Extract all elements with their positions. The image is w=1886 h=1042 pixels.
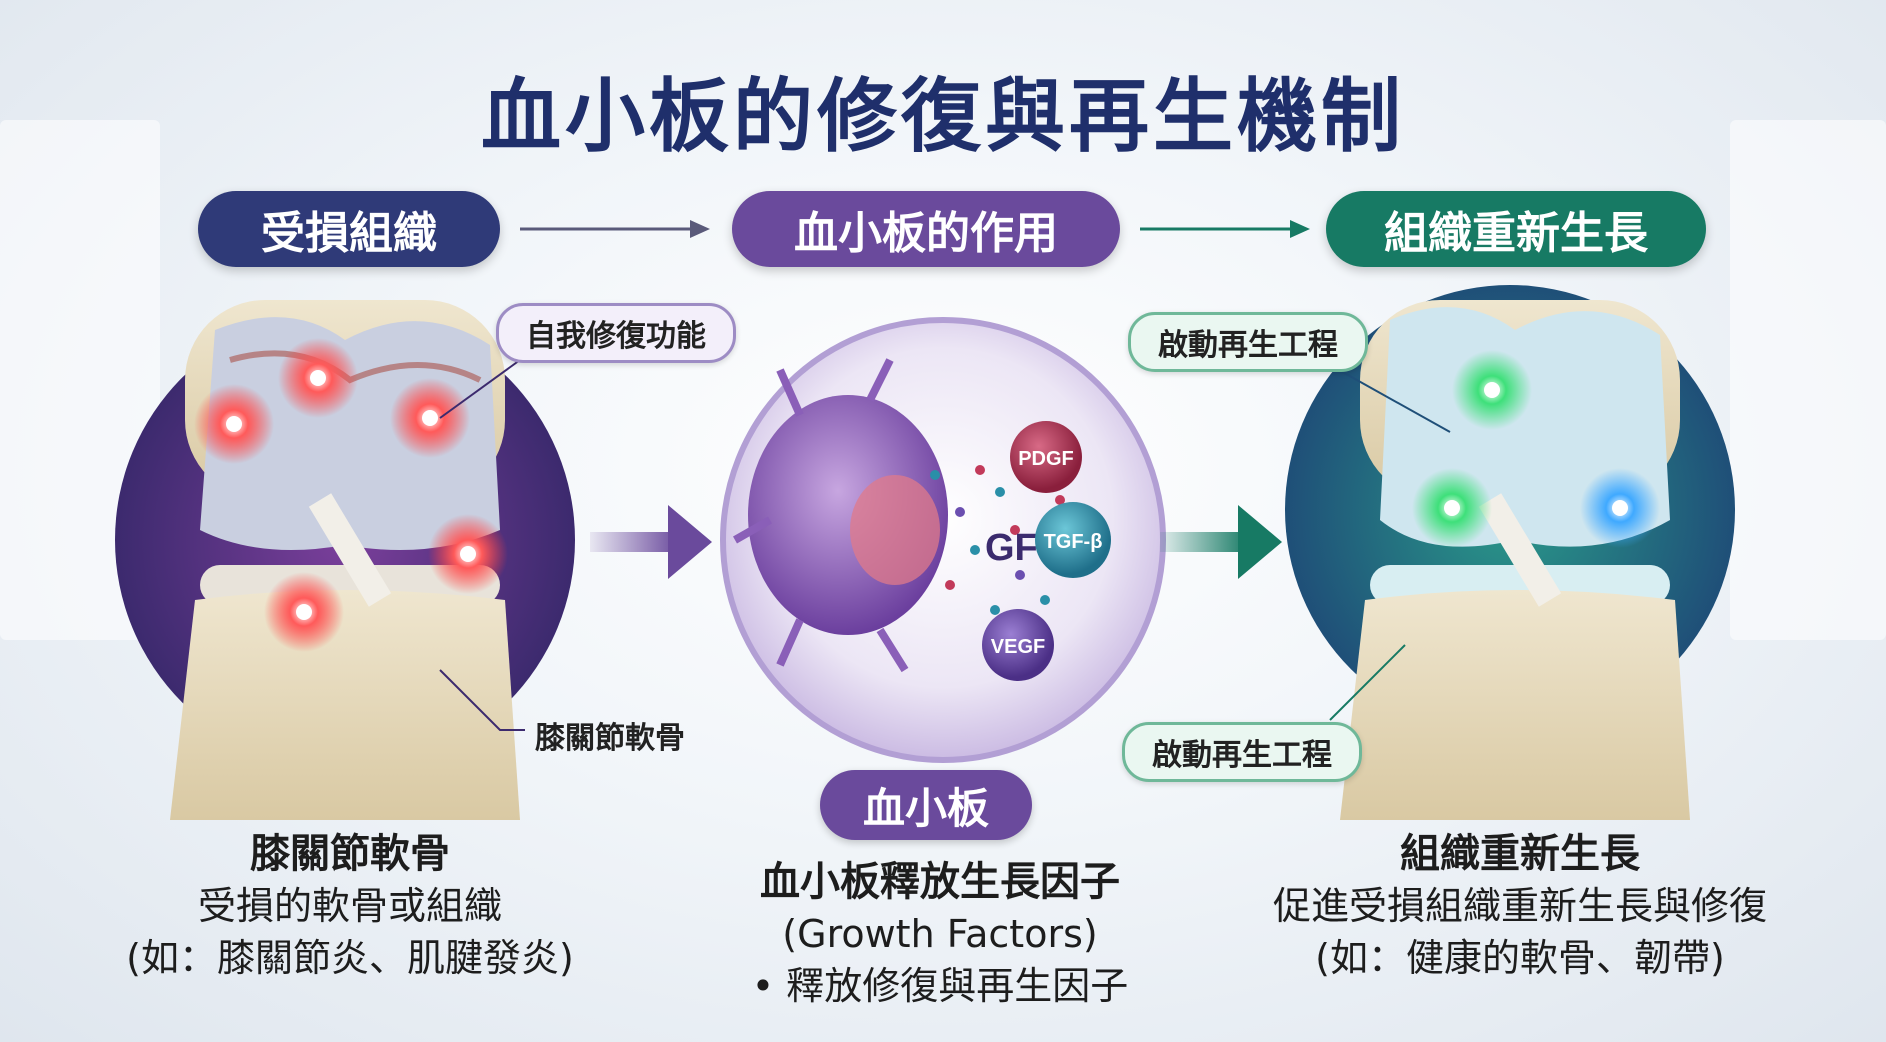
growth-factor-particles xyxy=(930,465,1065,615)
damaged-description-line1: 受損的軟骨或組織 xyxy=(197,884,502,928)
tgf-beta-label: TGF-β xyxy=(1044,531,1103,553)
regen-description: 組織重新生長 促進受損組織重新生長與修復 (如：健康的軟骨、韌帶) xyxy=(1240,828,1800,984)
callout-leader-line xyxy=(1329,364,1451,433)
platelet-description-line2: • 釋放修復與再生因子 xyxy=(751,964,1129,1008)
stage-damaged-pill: 受損組織 xyxy=(198,191,500,267)
background-panel-right xyxy=(1730,120,1886,640)
regeneration-marker xyxy=(1580,468,1660,548)
callout-leader-line xyxy=(439,669,525,731)
regen-description-line2: (如：健康的軟骨、韌帶) xyxy=(1315,936,1725,980)
damaged-description-head: 膝關節軟骨 xyxy=(250,831,450,877)
callout-leader-line xyxy=(439,359,521,419)
regeneration-marker xyxy=(1452,350,1532,430)
regen-description-head: 組織重新生長 xyxy=(1400,831,1640,877)
inflammation-marker xyxy=(278,338,358,418)
platelet-label-pill: 血小板 xyxy=(820,770,1032,840)
inflammation-marker xyxy=(194,384,274,464)
regen-description-line1: 促進受損組織重新生長與修復 xyxy=(1272,884,1767,928)
callout-self-repair: 自我修復功能 xyxy=(496,303,736,363)
callout-knee-cartilage: 膝關節軟骨 xyxy=(535,721,685,756)
header-arrow-1 xyxy=(520,220,710,238)
damaged-description: 膝關節軟骨 受損的軟骨或組織 (如：膝關節炎、肌腱發炎) xyxy=(90,828,610,984)
callout-regen-bottom: 啟動再生工程 xyxy=(1122,722,1362,782)
platelet-description: 血小板釋放生長因子 (Growth Factors) • 釋放修復與再生因子 xyxy=(690,856,1190,1012)
header-arrow-2 xyxy=(1140,220,1310,238)
stage-regen-pill: 組織重新生長 xyxy=(1326,191,1706,267)
damaged-description-line2: (如：膝關節炎、肌腱發炎) xyxy=(126,936,574,980)
callout-regen-top: 啟動再生工程 xyxy=(1128,312,1368,372)
flow-arrow-right xyxy=(1160,505,1282,579)
vegf-badge: VEGF xyxy=(982,609,1054,681)
pdgf-label: PDGF xyxy=(1018,448,1074,470)
platelet-description-line1: (Growth Factors) xyxy=(782,912,1098,956)
inflammation-marker xyxy=(264,572,344,652)
inflammation-marker xyxy=(428,514,508,594)
inflammation-marker xyxy=(390,378,470,458)
regeneration-marker xyxy=(1412,468,1492,548)
stage-platelet-pill: 血小板的作用 xyxy=(732,191,1120,267)
platelet-description-head: 血小板釋放生長因子 xyxy=(760,859,1120,905)
flow-arrow-left xyxy=(590,505,712,579)
tgf-beta-badge: TGF-β xyxy=(1035,502,1111,578)
pdgf-badge: PDGF xyxy=(1010,421,1082,493)
callout-leader-line xyxy=(1329,644,1406,721)
page-title: 血小板的修復與再生機制 xyxy=(481,70,1405,163)
vegf-label: VEGF xyxy=(991,636,1045,658)
